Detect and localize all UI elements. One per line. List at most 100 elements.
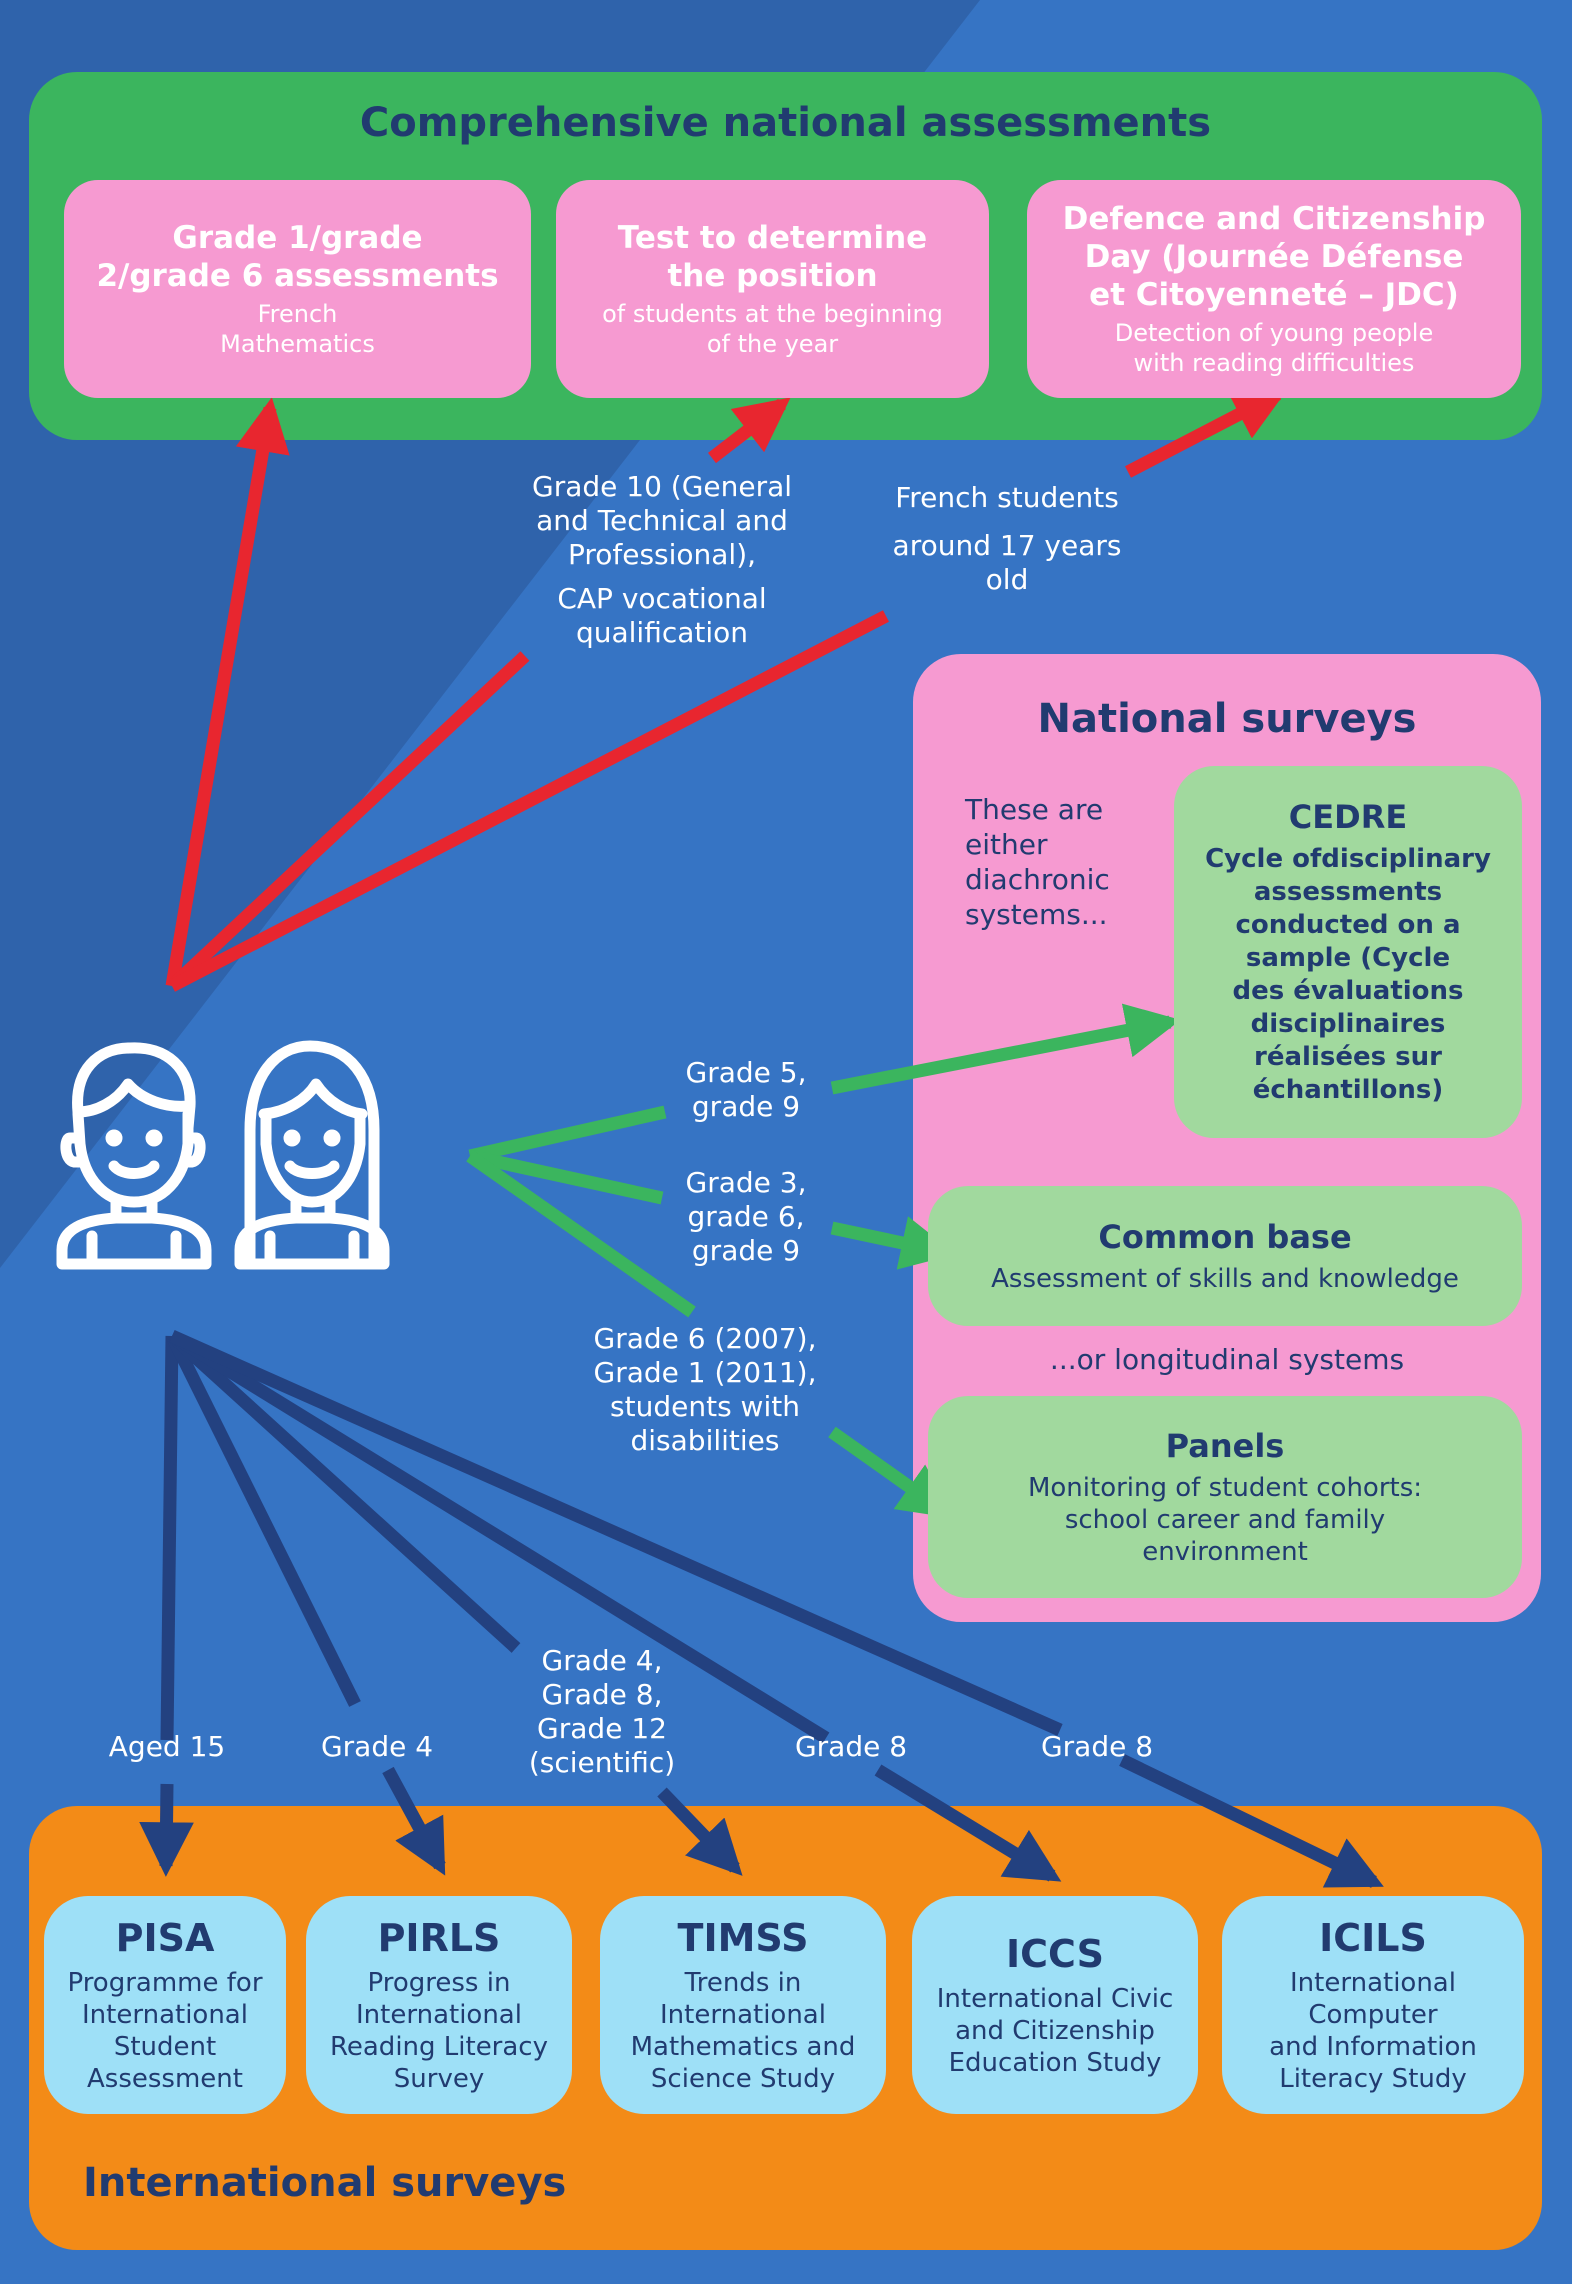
panels-desc-line: environment [1142,1537,1308,1567]
assessment-card-jdc: Defence and Citizenship Day (Journée Déf… [1027,180,1521,398]
desc-line: Programme for [67,1968,263,1998]
pisa-card: PISA Programme for International Student… [44,1896,286,2114]
red-label-around-17: around 17 years old [880,529,1134,597]
card-title-line: Day (Journée Défense [1084,239,1464,275]
label-line: Professional), [567,538,757,571]
desc-line: Computer [1308,2000,1438,2030]
cedre-desc-line: disciplinaires [1250,1009,1446,1039]
card-desc-line: of students at the beginning [602,300,943,328]
label-line: and Technical and [536,504,788,537]
label-line: Grade 12 [537,1712,667,1745]
desc-line: and Information [1269,2032,1477,2062]
label-line: Grade 1 (2011), [593,1356,817,1389]
cedre-desc-line: conducted on a [1235,910,1461,940]
iccs-desc: International Civic and Citizenship Educ… [937,1983,1174,2079]
card-title-line: the position [667,258,878,294]
icils-title: ICILS [1319,1916,1427,1960]
green-label-grade-3-6-9: Grade 3, grade 6, grade 9 [666,1166,826,1268]
card-desc-line: Mathematics [220,330,375,358]
desc-line: International [1290,1968,1456,1998]
icils-card: ICILS International Computer and Informa… [1222,1896,1524,2114]
cedre-desc-line: sample (Cycle [1245,943,1451,973]
label-line: CAP vocational [557,582,767,615]
common-base-card: Common base Assessment of skills and kno… [928,1186,1522,1326]
navy-label-timss-grades: Grade 4, Grade 8, Grade 12 (scientific) [516,1644,688,1780]
assessment-card-title: Defence and Citizenship Day (Journée Déf… [1063,200,1486,314]
red-label-cap: CAP vocational qualification [532,582,792,650]
international-surveys-title: International surveys [83,2160,567,2206]
red-label-french-students: French students [880,481,1134,515]
pisa-desc: Programme for International Student Asse… [67,1967,262,2095]
iccs-title: ICCS [1006,1932,1104,1976]
desc-line: International Civic [936,1984,1174,2014]
label-line: old [985,563,1029,596]
icils-desc: International Computer and Information L… [1269,1967,1477,2095]
cedre-desc-line: réalisées sur [1254,1042,1442,1072]
card-desc-line: French [257,300,338,328]
assessment-card-position-test: Test to determine the position of studen… [556,180,989,398]
green-label-grade-5-9: Grade 5, grade 9 [666,1056,826,1124]
desc-line: Reading Literacy [329,2032,548,2062]
assessment-card-desc: Detection of young people with reading d… [1115,318,1434,378]
national-assessments-title: Comprehensive national assessments [359,100,1212,146]
assessment-card-grade-1-2-6: Grade 1/grade 2/grade 6 assessments Fren… [64,180,531,398]
desc-line: Assessment [87,2064,243,2094]
assessment-card-desc: of students at the beginning of the year [602,299,943,359]
card-desc-line: of the year [706,330,839,358]
desc-line: Progress in [367,1968,511,1998]
cedre-desc-line: assessments [1253,877,1443,907]
diachronic-note: These are either diachronic systems... [965,792,1110,932]
panels-desc-line: Monitoring of student cohorts: [1027,1473,1423,1503]
desc-line: Survey [393,2064,485,2094]
navy-label-grade-8-icils: Grade 8 [1022,1730,1172,1764]
desc-line: International [660,2000,826,2030]
card-title-line: et Citoyenneté – JDC) [1089,277,1459,313]
longitudinal-note: ...or longitudinal systems [1049,1343,1405,1376]
label-line: grade 9 [691,1234,801,1267]
desc-line: Mathematics and [630,2032,856,2062]
navy-label-grade-8-iccs: Grade 8 [776,1730,926,1764]
panels-desc-line: school career and family [1064,1505,1386,1535]
desc-line: and Citizenship [955,2016,1155,2046]
note-line: These are [965,793,1104,826]
iccs-card: ICCS International Civic and Citizenship… [912,1896,1198,2114]
green-label-panels: Grade 6 (2007), Grade 1 (2011), students… [585,1322,825,1458]
label-line: Grade 8, [541,1678,663,1711]
national-surveys-title: National surveys [1037,696,1417,742]
desc-line: International [82,2000,248,2030]
note-line: either [965,828,1048,861]
card-title-line: Defence and Citizenship [1062,201,1486,237]
assessment-card-title: Test to determine the position [618,219,927,295]
assessment-card-title: Grade 1/grade 2/grade 6 assessments [96,219,498,295]
desc-line: Student [113,2032,217,2062]
timss-desc: Trends in International Mathematics and … [631,1967,856,2095]
card-title-line: 2/grade 6 assessments [96,258,499,294]
card-title-line: Grade 1/grade [172,220,423,256]
cedre-title: CEDRE [1288,798,1408,836]
panels-desc: Monitoring of student cohorts: school ca… [1028,1472,1422,1568]
label-line: Grade 4, [541,1644,663,1677]
pisa-title: PISA [115,1916,215,1960]
label-line: around 17 years [892,529,1122,562]
timss-title: TIMSS [677,1916,809,1960]
desc-line: Literacy Study [1279,2064,1467,2094]
cedre-desc-line: des évaluations [1232,976,1464,1006]
label-line: Grade 3, [685,1166,807,1199]
panels-title: Panels [1165,1427,1285,1465]
assessment-card-desc: French Mathematics [220,299,375,359]
label-line: Grade 8 [1040,1730,1154,1763]
label-line: Grade 5, [685,1056,807,1089]
pirls-card: PIRLS Progress in International Reading … [306,1896,572,2114]
card-desc-line: Detection of young people [1114,319,1434,347]
common-base-desc: Assessment of skills and knowledge [991,1264,1459,1294]
cedre-card: CEDRE Cycle ofdisciplinary assessments c… [1174,766,1522,1138]
navy-label-aged-15: Aged 15 [92,1730,242,1764]
desc-line: Trends in [684,1968,802,1998]
cedre-desc-line: échantillons) [1252,1075,1444,1105]
label-line: qualification [575,616,749,649]
label-line: Grade 8 [794,1730,908,1763]
label-line: Aged 15 [108,1730,226,1763]
note-line: systems... [965,898,1108,931]
desc-line: Science Study [650,2064,836,2094]
label-line: Grade 4 [320,1730,434,1763]
